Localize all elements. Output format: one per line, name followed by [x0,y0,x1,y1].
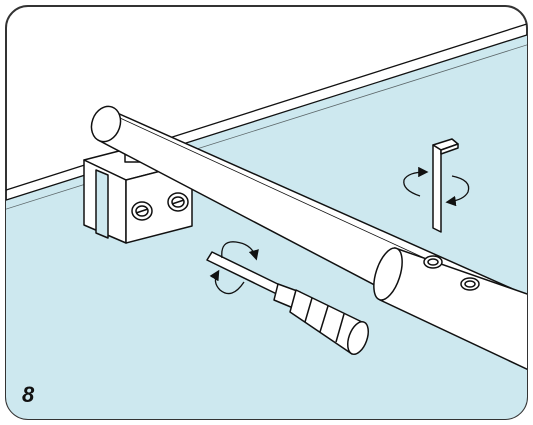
screwdriver-icon [206,251,370,356]
rail-tube-icon [90,105,527,374]
rotation-arrow-icon [209,241,259,295]
clamp-screw [131,201,153,221]
step-number: 8 [22,382,35,407]
rotation-arrow-icon [403,166,470,207]
clamp-screw [167,192,189,212]
allen-key-icon [432,138,459,233]
